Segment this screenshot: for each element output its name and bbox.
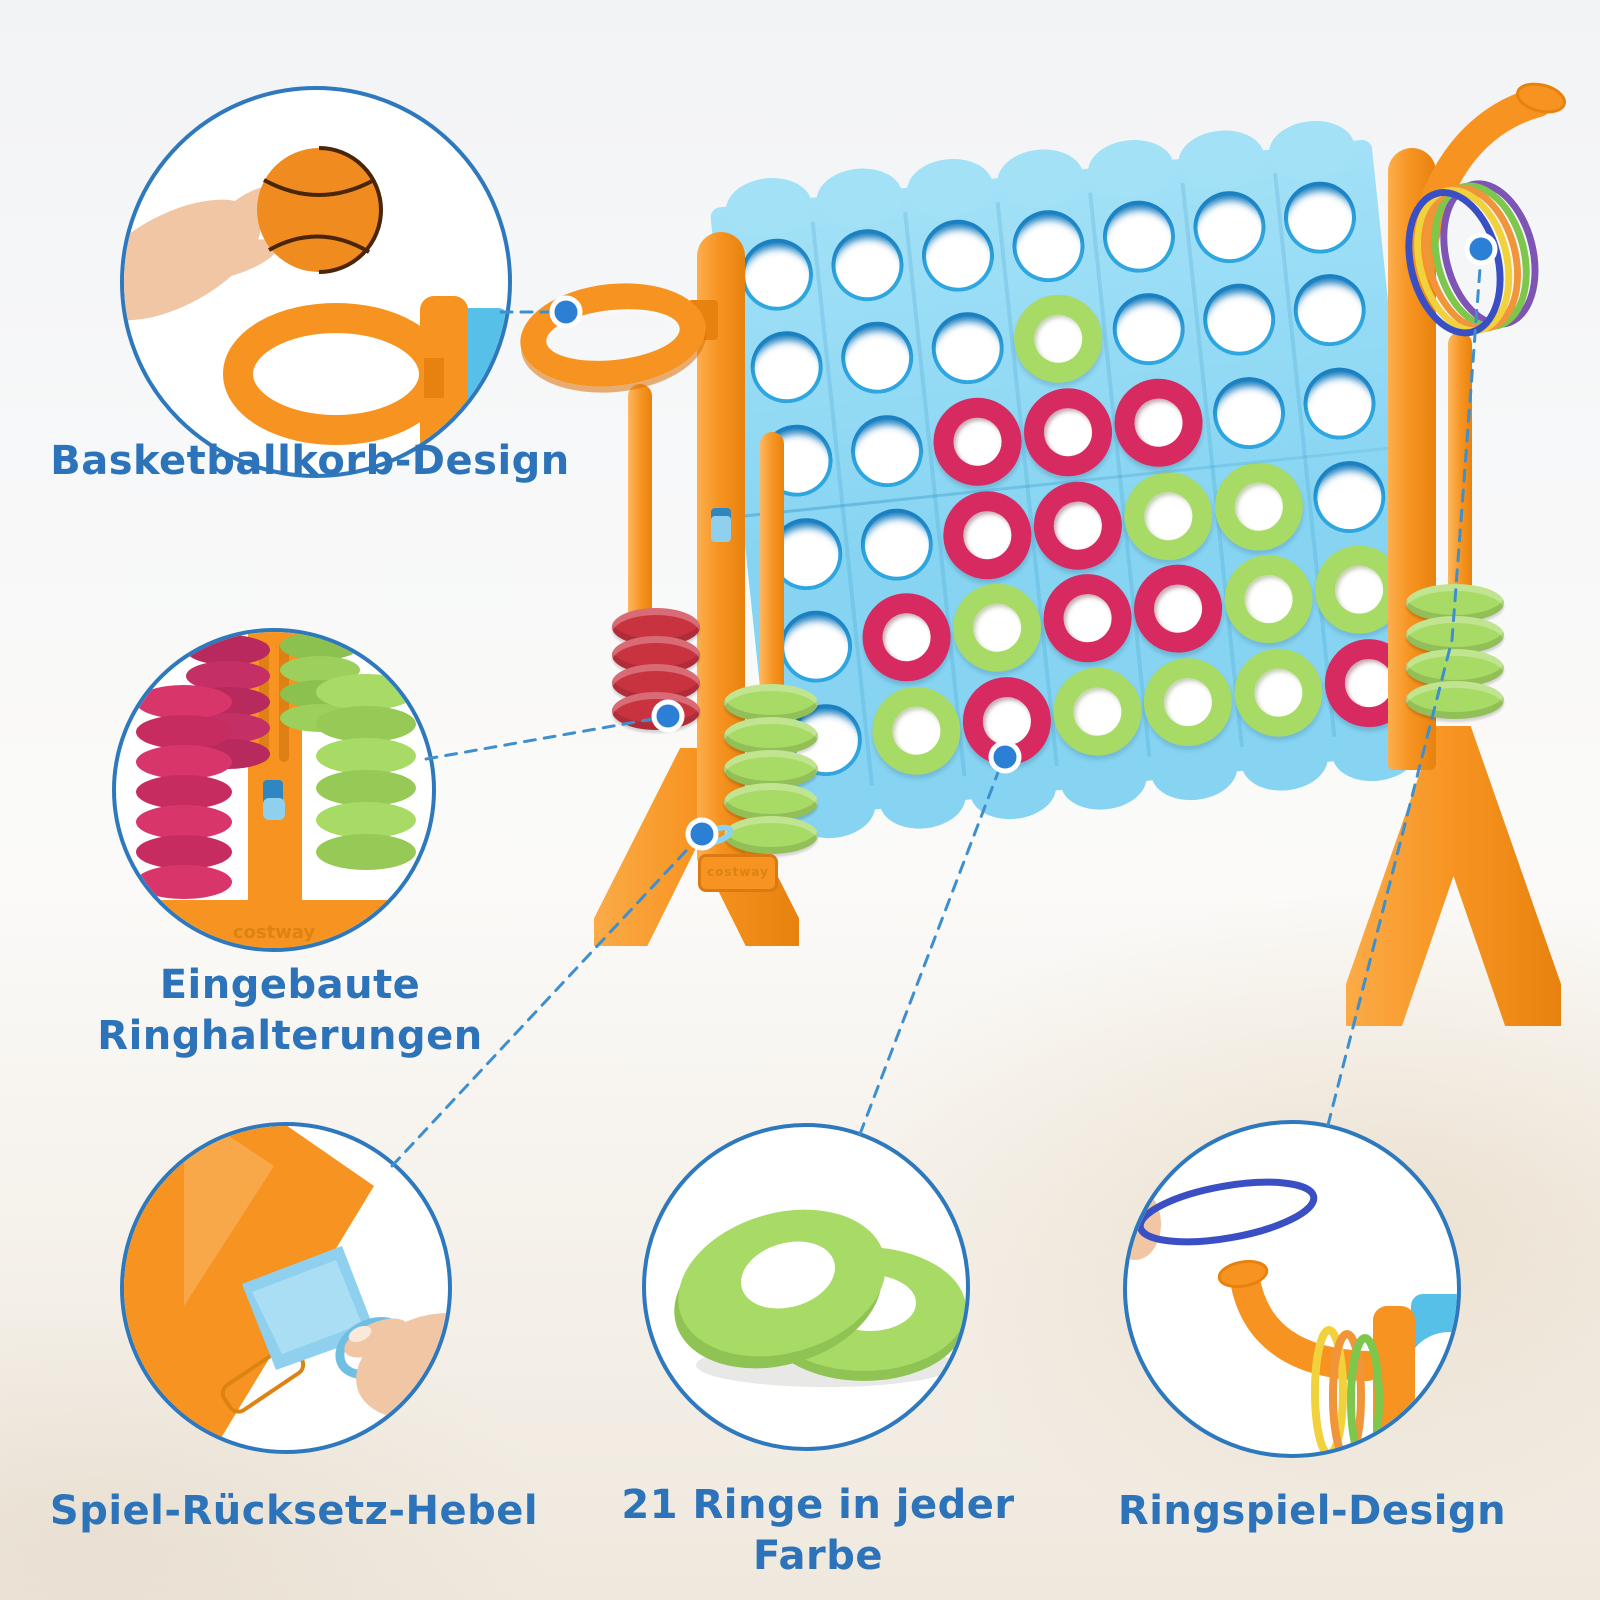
board-cell-red xyxy=(1038,570,1136,668)
board-cell-empty xyxy=(827,225,907,305)
label-ring-toss: Ringspiel-Design xyxy=(1117,1488,1507,1534)
board-cell-empty xyxy=(1208,373,1289,453)
label-line: Eingebaute xyxy=(159,962,421,1008)
ring-holder-stack-red xyxy=(612,608,700,730)
board-cell-green xyxy=(1048,663,1146,761)
holder-ring-green xyxy=(724,717,818,755)
callout-ring-holders: costway xyxy=(112,628,436,952)
board-cell-empty xyxy=(1189,187,1269,267)
holder-ring-green xyxy=(1406,681,1504,719)
board-cell-empty xyxy=(927,309,1007,389)
label-basketball-hoop: Basketballkorb-Design xyxy=(50,438,570,484)
callout-ring-count xyxy=(642,1123,970,1451)
board-cell-red xyxy=(938,486,1036,584)
board-cell-empty xyxy=(746,328,826,408)
label-ring-holders: Eingebaute Ringhalterungen xyxy=(97,960,482,1062)
board-cell-empty xyxy=(1289,271,1369,351)
board-cell-green xyxy=(1119,467,1217,565)
label-line: 21 Ringe in jeder xyxy=(621,1482,1015,1528)
label-line: Ringhalterungen xyxy=(97,1013,483,1060)
board-cell-empty xyxy=(736,235,817,315)
flying-blue-ring xyxy=(1136,1178,1318,1246)
board-cell-red xyxy=(1019,384,1116,481)
board-cell-empty xyxy=(856,505,936,585)
board-cell-red xyxy=(1109,374,1207,472)
ring-holder-stacks-art: costway xyxy=(126,632,422,948)
hook-tip xyxy=(1217,1259,1269,1289)
holder-ring-green xyxy=(724,816,818,854)
left-peg-green xyxy=(760,432,784,704)
board-cell-green xyxy=(1139,654,1236,751)
hook-tip-flare xyxy=(1516,82,1566,114)
board-cell-green xyxy=(1009,290,1107,388)
base-plate: costway xyxy=(698,854,778,892)
board-cell-empty xyxy=(917,216,998,296)
right-peg xyxy=(1448,332,1472,598)
hanging-ring-green xyxy=(1347,1334,1383,1454)
board-cell-green xyxy=(867,682,965,780)
board-cell-empty xyxy=(846,411,927,492)
brand-embossing: costway xyxy=(233,922,316,943)
fingernail xyxy=(348,1325,372,1343)
connect4-board xyxy=(709,116,1436,843)
ring-toss-art xyxy=(1127,1178,1457,1454)
finger xyxy=(186,239,278,281)
ring-holder-stack-green-left xyxy=(724,684,818,854)
board-cell-empty xyxy=(837,318,917,398)
board-cell-green xyxy=(1209,458,1307,555)
board-cell-empty xyxy=(1279,178,1360,258)
hanging-ring-orange xyxy=(1329,1330,1365,1454)
hook xyxy=(1230,1265,1382,1381)
board-cell-empty xyxy=(776,607,856,687)
two-green-rings-art xyxy=(674,1209,966,1387)
brand-embossing: costway xyxy=(707,865,769,879)
holder-ring-green xyxy=(724,684,818,722)
board-cell-empty xyxy=(1008,206,1088,286)
slider-button xyxy=(263,798,285,820)
board-cell-green xyxy=(1219,551,1317,649)
basketball-hoop-ring xyxy=(515,274,711,396)
board-cell-green xyxy=(1229,644,1327,742)
holder-ring-green xyxy=(724,750,818,788)
board-cell-red xyxy=(1129,560,1226,658)
ring-toss-hook xyxy=(1405,82,1566,282)
board-cell-empty xyxy=(1299,364,1379,444)
board-cell-empty xyxy=(1108,290,1188,370)
green-ring-left xyxy=(674,1209,886,1369)
ring-holder-stack-green-right xyxy=(1406,584,1504,719)
callout-reset-lever xyxy=(120,1122,452,1454)
label-reset-lever: Spiel-Rücksetz-Hebel xyxy=(49,1488,539,1534)
callout-basketball-hoop xyxy=(120,86,512,478)
reset-lever-art xyxy=(124,1126,448,1450)
board-cell-red xyxy=(857,589,955,687)
hanging-ring-yellow xyxy=(1311,1326,1347,1454)
label-ring-count: 21 Ringe in jeder Farbe xyxy=(621,1480,1014,1582)
hoop-ring xyxy=(223,303,449,445)
pink-ring-stack-front xyxy=(136,685,232,899)
board-cell-red xyxy=(1028,477,1126,574)
left-post-slider xyxy=(711,516,731,542)
board-cell-empty xyxy=(1199,280,1279,360)
thumb xyxy=(344,1318,408,1358)
board-cell-red xyxy=(958,673,1055,770)
board-cell-empty xyxy=(1098,197,1179,277)
board-cell-green xyxy=(948,579,1045,677)
left-peg-red xyxy=(628,384,652,634)
holder-ring-green xyxy=(724,783,818,821)
board-cell-red xyxy=(928,393,1026,491)
green-ring-stack-front xyxy=(316,674,416,870)
label-line: Farbe xyxy=(753,1533,883,1580)
basketball-hand-hoop-art xyxy=(124,146,508,474)
hoop-bracket xyxy=(688,300,718,340)
callout-ring-toss xyxy=(1123,1120,1461,1458)
holder-ring-red xyxy=(612,692,700,730)
board-cell-empty xyxy=(1309,457,1389,537)
